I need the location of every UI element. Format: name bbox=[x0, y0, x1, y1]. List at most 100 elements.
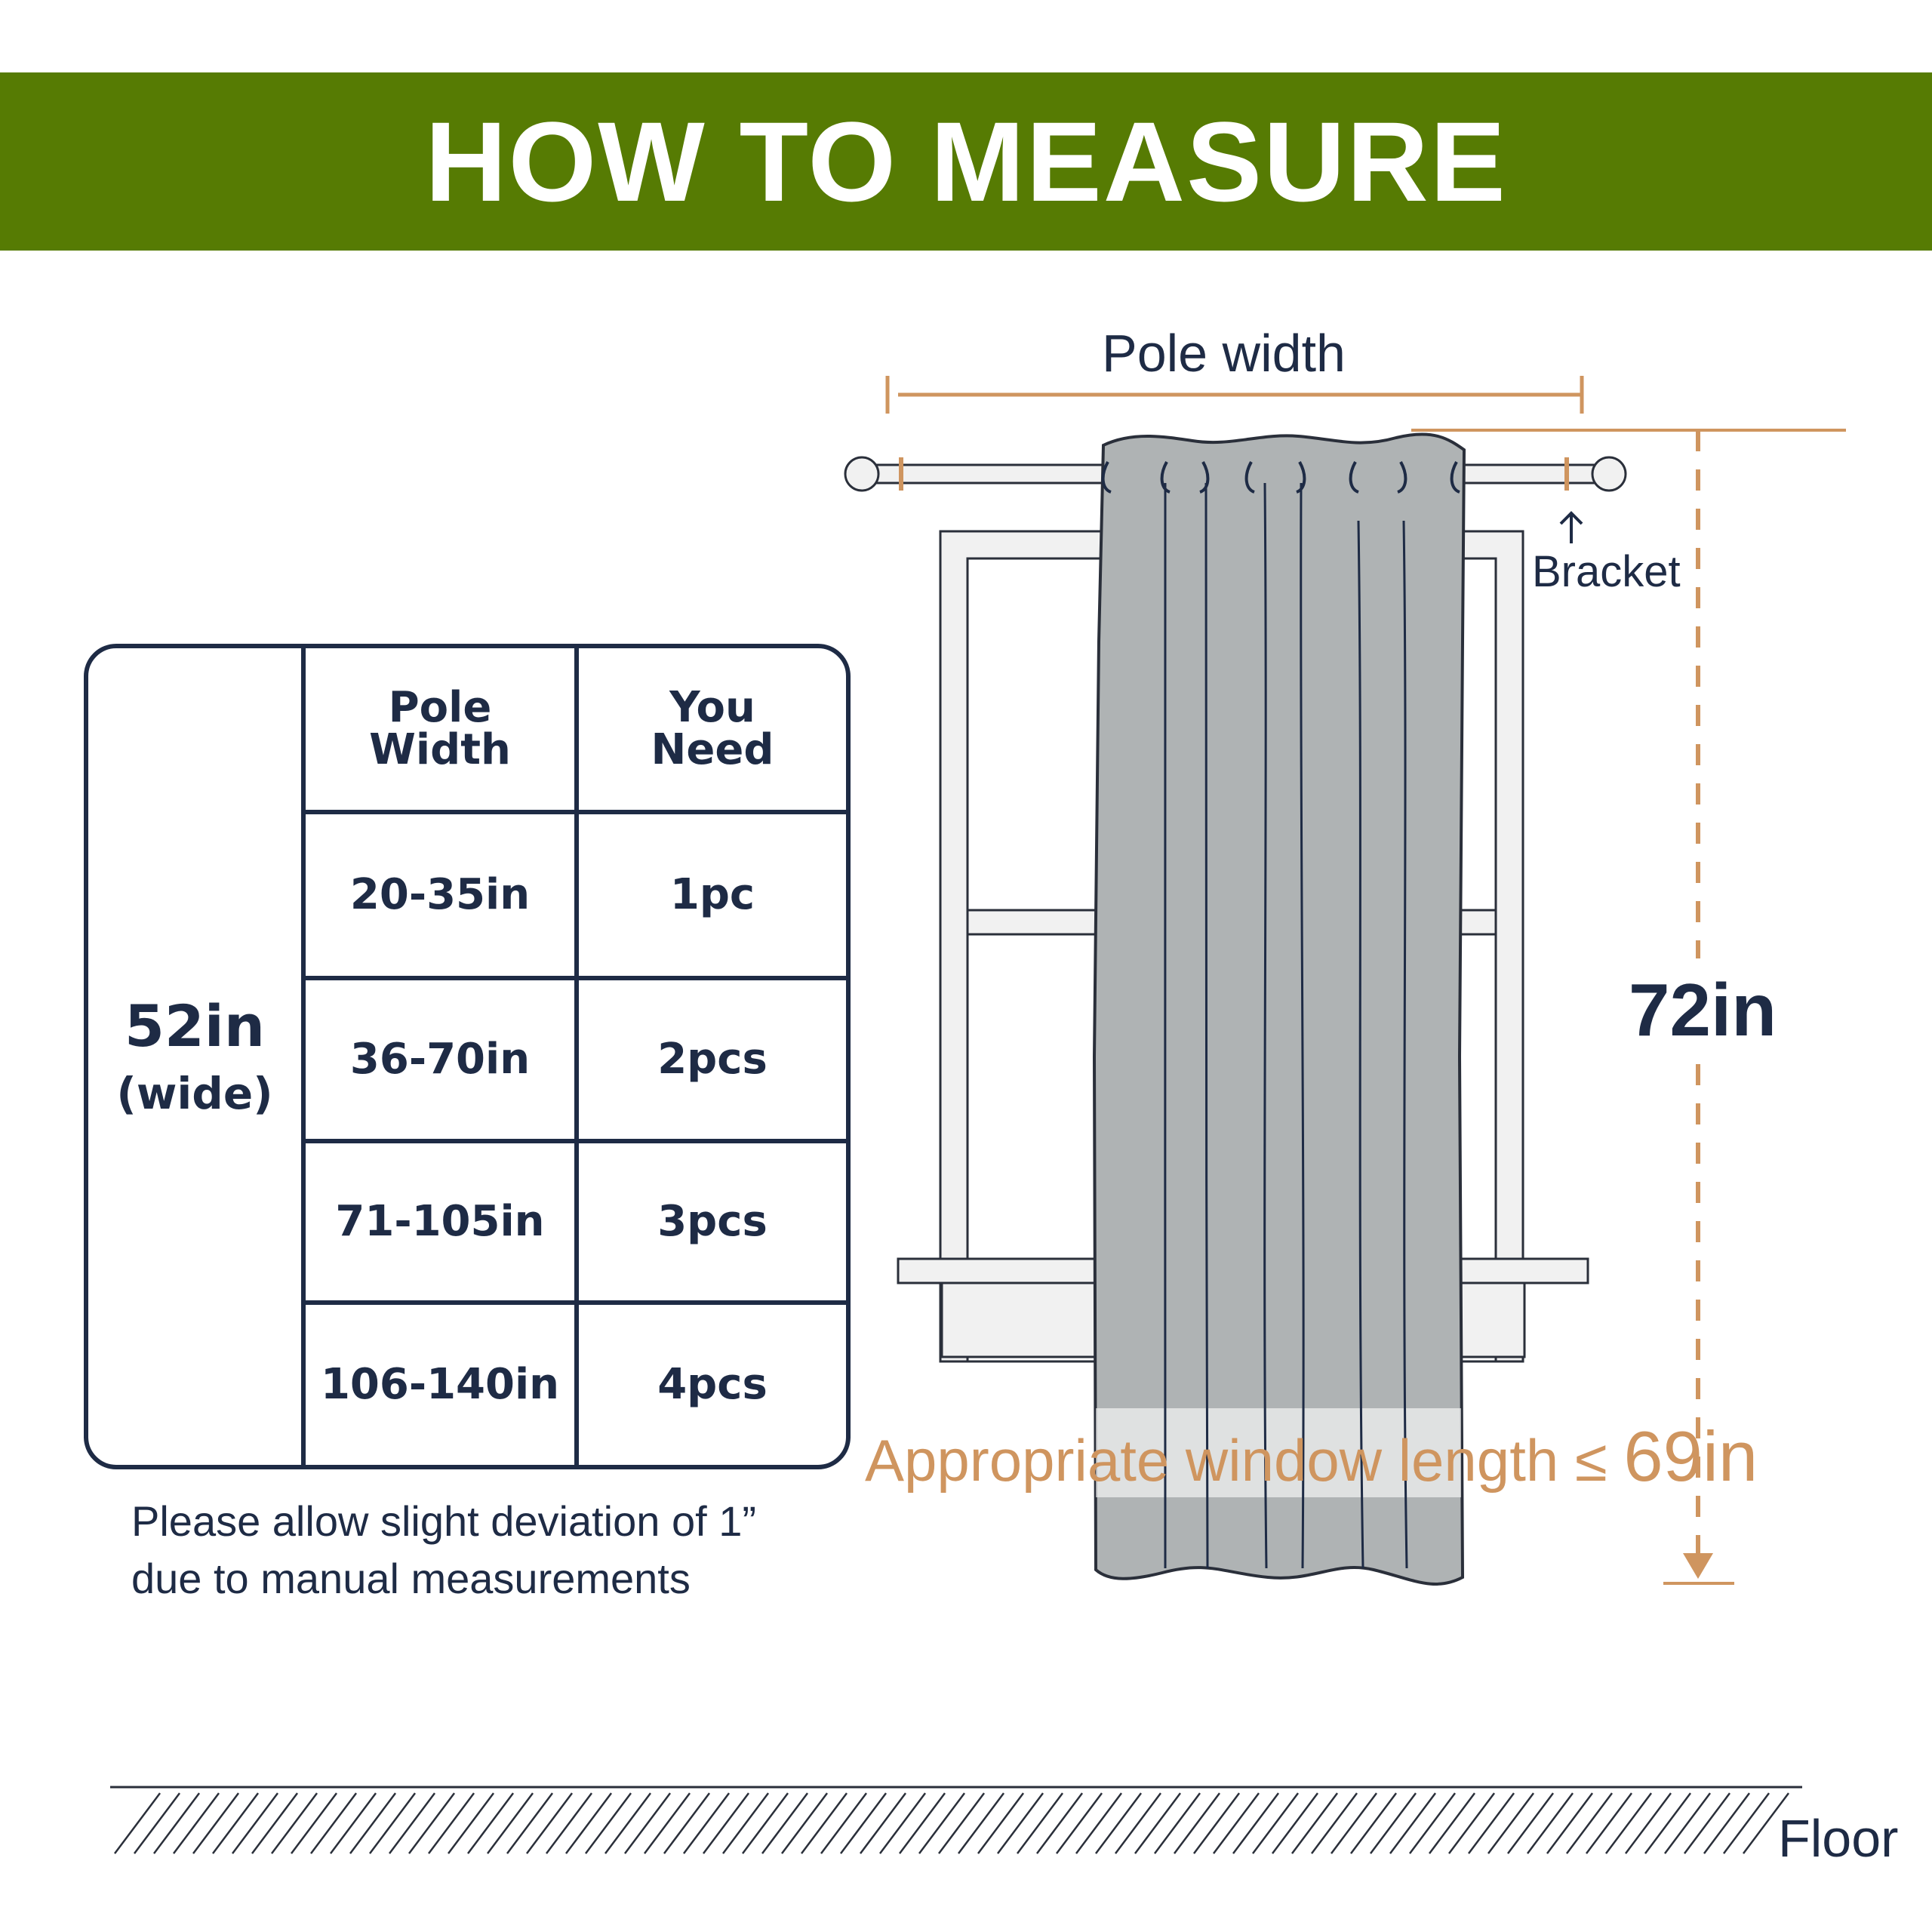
header-you-need-line1: You bbox=[669, 683, 755, 732]
table-cell-pole-width: 20-35in bbox=[349, 870, 531, 919]
deviation-note: Please allow slight deviation of 1” due … bbox=[131, 1493, 756, 1607]
window-length-note: Appropriate window length ≤ 69in bbox=[865, 1416, 1758, 1497]
floor-hatch-line bbox=[997, 1792, 1044, 1854]
floor-hatch-line bbox=[506, 1792, 553, 1854]
table-cell-you-need: 1pc bbox=[669, 870, 755, 919]
table-border bbox=[84, 644, 851, 1469]
floor-hatch-line bbox=[1605, 1792, 1652, 1854]
pole-width-label: Pole width bbox=[1102, 324, 1346, 383]
floor-hatch-line bbox=[1409, 1792, 1456, 1854]
deviation-note-line2: due to manual measurements bbox=[131, 1555, 691, 1602]
floor-hatch-line bbox=[703, 1792, 749, 1854]
floor-hatch-line bbox=[467, 1792, 514, 1854]
floor-hatch-line bbox=[134, 1792, 180, 1854]
floor-hatch-line bbox=[860, 1792, 906, 1854]
floor-hatch-line bbox=[1487, 1792, 1534, 1854]
table-cell-you-need: 2pcs bbox=[657, 1035, 768, 1084]
deviation-note-line1: Please allow slight deviation of 1” bbox=[131, 1497, 757, 1545]
floor-hatch-line bbox=[624, 1792, 671, 1854]
floor-hatch-line bbox=[428, 1792, 475, 1854]
curtain-length-label: 72in bbox=[1629, 968, 1777, 1051]
floor-hatch-line bbox=[310, 1792, 357, 1854]
floor-hatch-line bbox=[369, 1792, 416, 1854]
floor-hatch-line bbox=[1429, 1792, 1475, 1854]
floor-hatch-line bbox=[1154, 1792, 1201, 1854]
floor-hatch-line bbox=[1664, 1792, 1711, 1854]
bracket-arrow bbox=[1559, 511, 1583, 543]
bracket-label: Bracket bbox=[1532, 547, 1681, 596]
floor-hatch-line bbox=[761, 1792, 808, 1854]
floor-hatch-line bbox=[958, 1792, 1004, 1854]
curtain-panel bbox=[1092, 432, 1466, 1586]
floor-hatch-line bbox=[232, 1792, 278, 1854]
floor-hatch-line bbox=[605, 1792, 651, 1854]
rod-finial-right bbox=[1591, 456, 1627, 492]
floor-hatch-line bbox=[173, 1792, 220, 1854]
curtain-rings bbox=[1101, 461, 1460, 494]
floor-hatch-line bbox=[546, 1792, 592, 1854]
floor-hatch-line bbox=[389, 1792, 435, 1854]
rod-finial-left bbox=[844, 456, 880, 492]
header-you-need: You Need bbox=[577, 646, 848, 812]
floor-label: Floor bbox=[1778, 1809, 1899, 1868]
floor-hatch-line bbox=[330, 1792, 377, 1854]
floor-hatch-line bbox=[1703, 1792, 1750, 1854]
floor-hatch-line bbox=[251, 1792, 298, 1854]
floor-hatch-line bbox=[1075, 1792, 1122, 1854]
floor-hatch-line bbox=[1017, 1792, 1063, 1854]
curtain-width-cell: 52in (wide) bbox=[86, 646, 303, 1467]
floor-hatch-line bbox=[1370, 1792, 1417, 1854]
page-title: HOW TO MEASURE bbox=[425, 97, 1507, 225]
pole-width-dimension bbox=[885, 376, 1584, 414]
floor-hatch-line bbox=[291, 1792, 337, 1854]
header-banner: HOW TO MEASURE bbox=[0, 72, 1932, 251]
floor-hatch-line bbox=[801, 1792, 848, 1854]
floor-hatch-line bbox=[840, 1792, 887, 1854]
floor-hatch-line bbox=[526, 1792, 573, 1854]
floor-hatch-line bbox=[487, 1792, 534, 1854]
floor-hatch-line bbox=[683, 1792, 730, 1854]
floor-hatch-line bbox=[781, 1792, 828, 1854]
floor-hatch-line bbox=[1272, 1792, 1318, 1854]
floor-hatch-line bbox=[1036, 1792, 1083, 1854]
floor-hatch-line bbox=[565, 1792, 612, 1854]
floor-hatch-line bbox=[918, 1792, 965, 1854]
header-pole-width-line1: Pole bbox=[388, 683, 492, 732]
floor-hatch-line bbox=[1350, 1792, 1397, 1854]
floor-hatch-line bbox=[153, 1792, 200, 1854]
floor-hatch-line bbox=[1468, 1792, 1515, 1854]
floor-hatch-line bbox=[977, 1792, 1024, 1854]
floor-hatch-line bbox=[1291, 1792, 1338, 1854]
floor-hatch-line bbox=[1625, 1792, 1672, 1854]
floor-hatch-line bbox=[349, 1792, 396, 1854]
floor-hatch-line bbox=[1174, 1792, 1220, 1854]
floor-hatch-line bbox=[1134, 1792, 1181, 1854]
floor-hatch-line bbox=[1644, 1792, 1691, 1854]
table-cell-pole-width: 71-105in bbox=[335, 1197, 545, 1246]
floor-hatch-line bbox=[1095, 1792, 1142, 1854]
floor-hatch-line bbox=[448, 1792, 494, 1854]
floor-hatch-line bbox=[1252, 1792, 1299, 1854]
floor-hatch-line bbox=[938, 1792, 985, 1854]
size-table bbox=[84, 644, 851, 1469]
floor-hatch-line bbox=[1527, 1792, 1574, 1854]
header-you-need-line2: Need bbox=[651, 725, 774, 774]
floor-hatch-line bbox=[1448, 1792, 1495, 1854]
floor-hatch-line bbox=[1331, 1792, 1377, 1854]
floor-hatch-line bbox=[1056, 1792, 1103, 1854]
floor-hatch-line bbox=[1586, 1792, 1632, 1854]
floor-hatch-line bbox=[1115, 1792, 1161, 1854]
floor-hatch-line bbox=[820, 1792, 867, 1854]
floor-hatch-line bbox=[663, 1792, 710, 1854]
floor-hatch-line bbox=[1193, 1792, 1240, 1854]
floor-hatch-line bbox=[1723, 1792, 1770, 1854]
table-cell-pole-width: 36-70in bbox=[349, 1035, 531, 1084]
floor-hatch-line bbox=[722, 1792, 769, 1854]
floor-hatch-line bbox=[1232, 1792, 1279, 1854]
floor-hatch-line bbox=[212, 1792, 259, 1854]
floor bbox=[110, 1786, 1802, 1854]
floor-hatch-line bbox=[1743, 1792, 1789, 1854]
window-length-note-text: Appropriate window length ≤ bbox=[865, 1427, 1624, 1494]
floor-hatch-line bbox=[585, 1792, 632, 1854]
